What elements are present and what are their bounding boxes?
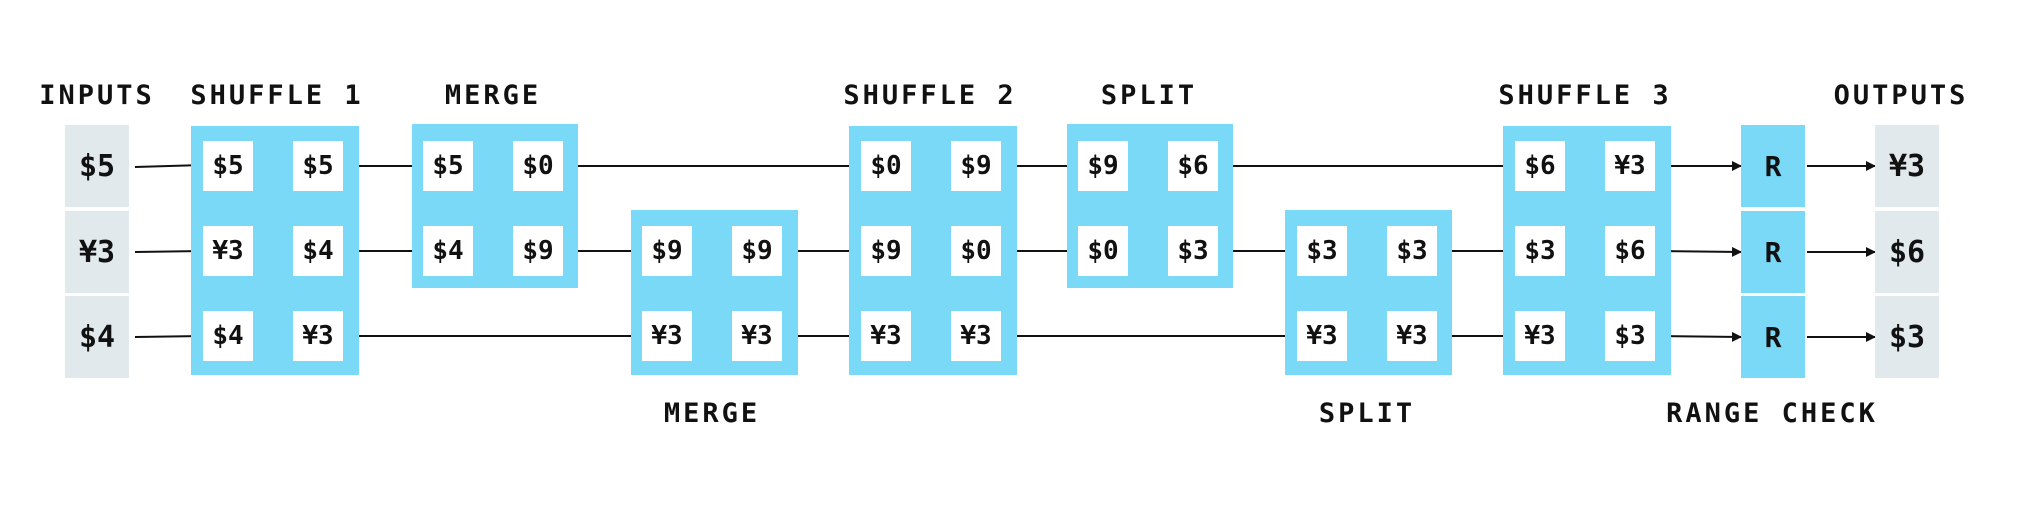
inputs-label: INPUTS	[39, 80, 155, 111]
split-bottom-in-cell: ¥3	[1297, 311, 1347, 361]
shuffle-1-out-cell: $4	[293, 226, 343, 276]
shuffle-2-in-cell: $0	[861, 141, 911, 191]
merge-top-in-cell: $4	[423, 226, 473, 276]
split-top-in-cell: $0	[1078, 226, 1128, 276]
shuffle-2-out-cell: $0	[951, 226, 1001, 276]
merge-top-in-cell: $5	[423, 141, 473, 191]
output-box: ¥3	[1875, 125, 1939, 207]
shuffle-1-label: SHUFFLE 1	[190, 80, 364, 111]
merge-top-out-cell: $0	[513, 141, 563, 191]
range-check-label: RANGE CHECK	[1666, 398, 1878, 429]
output-box: $3	[1875, 296, 1939, 378]
split-bottom-out-cell: ¥3	[1387, 311, 1437, 361]
range-check-box: R	[1741, 211, 1805, 293]
range-check-box: R	[1741, 296, 1805, 378]
input-box: ¥3	[65, 211, 129, 293]
shuffle-1-in-cell: ¥3	[203, 226, 253, 276]
input-box: $4	[65, 296, 129, 378]
merge-bottom-out-cell: ¥3	[732, 311, 782, 361]
outputs-label: OUTPUTS	[1833, 80, 1969, 111]
shuffle-3-out-cell: $3	[1605, 311, 1655, 361]
shuffle-1-in-cell: $5	[203, 141, 253, 191]
shuffle-3-in-cell: $6	[1515, 141, 1565, 191]
merge-bottom-in-cell: ¥3	[642, 311, 692, 361]
shuffle-2-out-cell: $9	[951, 141, 1001, 191]
shuffle-3-out-cell: $6	[1605, 226, 1655, 276]
split-bottom-label: SPLIT	[1318, 398, 1416, 429]
shuffle-2-in-cell: ¥3	[861, 311, 911, 361]
shuffle-2-label: SHUFFLE 2	[843, 80, 1017, 111]
shuffle-3-out-cell: ¥3	[1605, 141, 1655, 191]
merge-top-out-cell: $9	[513, 226, 563, 276]
split-top-label: SPLIT	[1100, 80, 1198, 111]
split-bottom-in-cell: $3	[1297, 226, 1347, 276]
merge-bottom-label: MERGE	[663, 398, 761, 429]
shuffle-1-out-cell: $5	[293, 141, 343, 191]
shuffle-1-in-cell: $4	[203, 311, 253, 361]
split-top-out-cell: $3	[1168, 226, 1218, 276]
merge-bottom-in-cell: $9	[642, 226, 692, 276]
output-box: $6	[1875, 211, 1939, 293]
input-box: $5	[65, 125, 129, 207]
split-top-out-cell: $6	[1168, 141, 1218, 191]
shuffle-3-label: SHUFFLE 3	[1498, 80, 1672, 111]
split-top-in-cell: $9	[1078, 141, 1128, 191]
merge-top-label: MERGE	[444, 80, 542, 111]
shuffle-1-out-cell: ¥3	[293, 311, 343, 361]
merge-bottom-out-cell: $9	[732, 226, 782, 276]
shuffle-2-out-cell: ¥3	[951, 311, 1001, 361]
split-bottom-out-cell: $3	[1387, 226, 1437, 276]
shuffle-3-in-cell: ¥3	[1515, 311, 1565, 361]
range-check-box: R	[1741, 125, 1805, 207]
shuffle-2-in-cell: $9	[861, 226, 911, 276]
shuffle-3-in-cell: $3	[1515, 226, 1565, 276]
